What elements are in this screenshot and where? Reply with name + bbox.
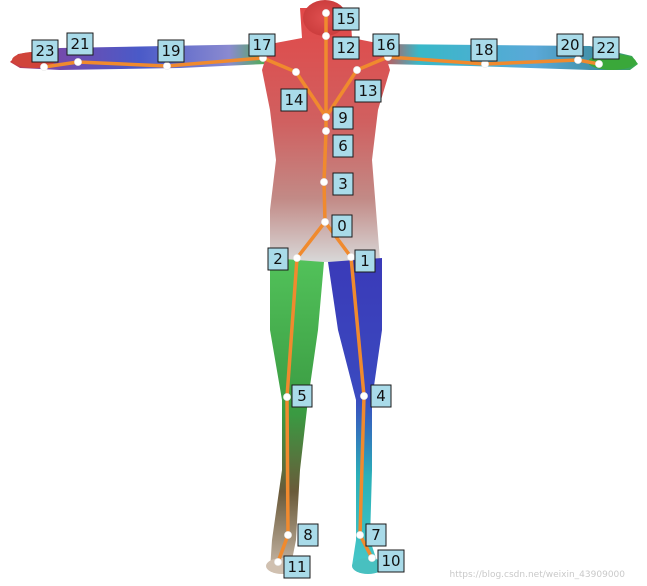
joint-15 xyxy=(322,9,329,16)
joint-label-4: 4 xyxy=(371,385,391,407)
joint-8 xyxy=(284,531,291,538)
label-text: 1 xyxy=(360,252,370,270)
joint-label-13: 13 xyxy=(355,80,381,102)
joint-label-1: 1 xyxy=(355,250,375,272)
joint-label-11: 11 xyxy=(284,556,310,578)
joint-label-12: 12 xyxy=(333,37,359,59)
joint-11 xyxy=(274,558,281,565)
joint-9 xyxy=(322,113,329,120)
joint-label-23: 23 xyxy=(32,40,58,62)
bone-3-6 xyxy=(324,131,326,182)
label-text: 12 xyxy=(336,39,355,57)
joint-label-22: 22 xyxy=(593,37,619,59)
label-text: 20 xyxy=(560,36,579,54)
joint-label-0: 0 xyxy=(332,215,352,237)
joint-label-9: 9 xyxy=(333,107,353,129)
bone-5-8 xyxy=(287,397,288,535)
label-text: 3 xyxy=(338,175,348,193)
joint-label-20: 20 xyxy=(557,34,583,56)
joint-label-14: 14 xyxy=(281,89,307,111)
joint-label-19: 19 xyxy=(158,40,184,62)
joint-3 xyxy=(320,178,327,185)
joint-label-17: 17 xyxy=(249,34,275,56)
label-text: 8 xyxy=(303,526,313,544)
label-text: 22 xyxy=(596,39,615,57)
joint-label-5: 5 xyxy=(292,385,312,407)
joint-7 xyxy=(356,531,363,538)
joint-20 xyxy=(574,56,581,63)
label-text: 7 xyxy=(371,526,381,544)
joint-4 xyxy=(360,392,367,399)
body-silhouette xyxy=(10,0,638,574)
label-text: 6 xyxy=(338,137,348,155)
label-text: 10 xyxy=(381,552,400,570)
joint-0 xyxy=(321,218,328,225)
watermark: https://blog.csdn.net/weixin_43909000 xyxy=(449,570,625,580)
joint-14 xyxy=(292,68,299,75)
label-text: 14 xyxy=(284,91,303,109)
joint-6 xyxy=(322,127,329,134)
joint-label-7: 7 xyxy=(366,524,386,546)
joint-label-2: 2 xyxy=(268,248,288,270)
joint-label-3: 3 xyxy=(333,173,353,195)
label-text: 13 xyxy=(358,82,377,100)
label-text: 19 xyxy=(161,42,180,60)
joint-22 xyxy=(595,60,602,67)
label-text: 4 xyxy=(376,387,386,405)
joint-23 xyxy=(40,63,47,70)
bone-0-3 xyxy=(324,182,325,222)
label-text: 5 xyxy=(297,387,307,405)
label-text: 11 xyxy=(287,558,306,576)
label-text: 18 xyxy=(474,41,493,59)
joint-label-10: 10 xyxy=(378,550,404,572)
label-text: 16 xyxy=(376,36,395,54)
joint-label-16: 16 xyxy=(373,34,399,56)
joint-5 xyxy=(283,393,290,400)
joint-label-6: 6 xyxy=(333,135,353,157)
joint-21 xyxy=(74,58,81,65)
joint-10 xyxy=(368,554,375,561)
label-text: 23 xyxy=(35,42,54,60)
joint-1 xyxy=(347,253,354,260)
joint-12 xyxy=(322,32,329,39)
joint-2 xyxy=(293,254,300,261)
joint-19 xyxy=(163,62,170,69)
label-text: 9 xyxy=(338,109,348,127)
label-text: 15 xyxy=(336,10,355,28)
joint-label-21: 21 xyxy=(67,33,93,55)
left-leg-shape xyxy=(270,258,324,570)
label-text: 21 xyxy=(70,35,89,53)
joint-13 xyxy=(353,66,360,73)
joint-label-15: 15 xyxy=(333,8,359,30)
label-text: 17 xyxy=(252,36,271,54)
joint-label-18: 18 xyxy=(471,39,497,61)
label-text: 2 xyxy=(273,250,283,268)
joint-label-8: 8 xyxy=(298,524,318,546)
label-text: 0 xyxy=(337,217,347,235)
